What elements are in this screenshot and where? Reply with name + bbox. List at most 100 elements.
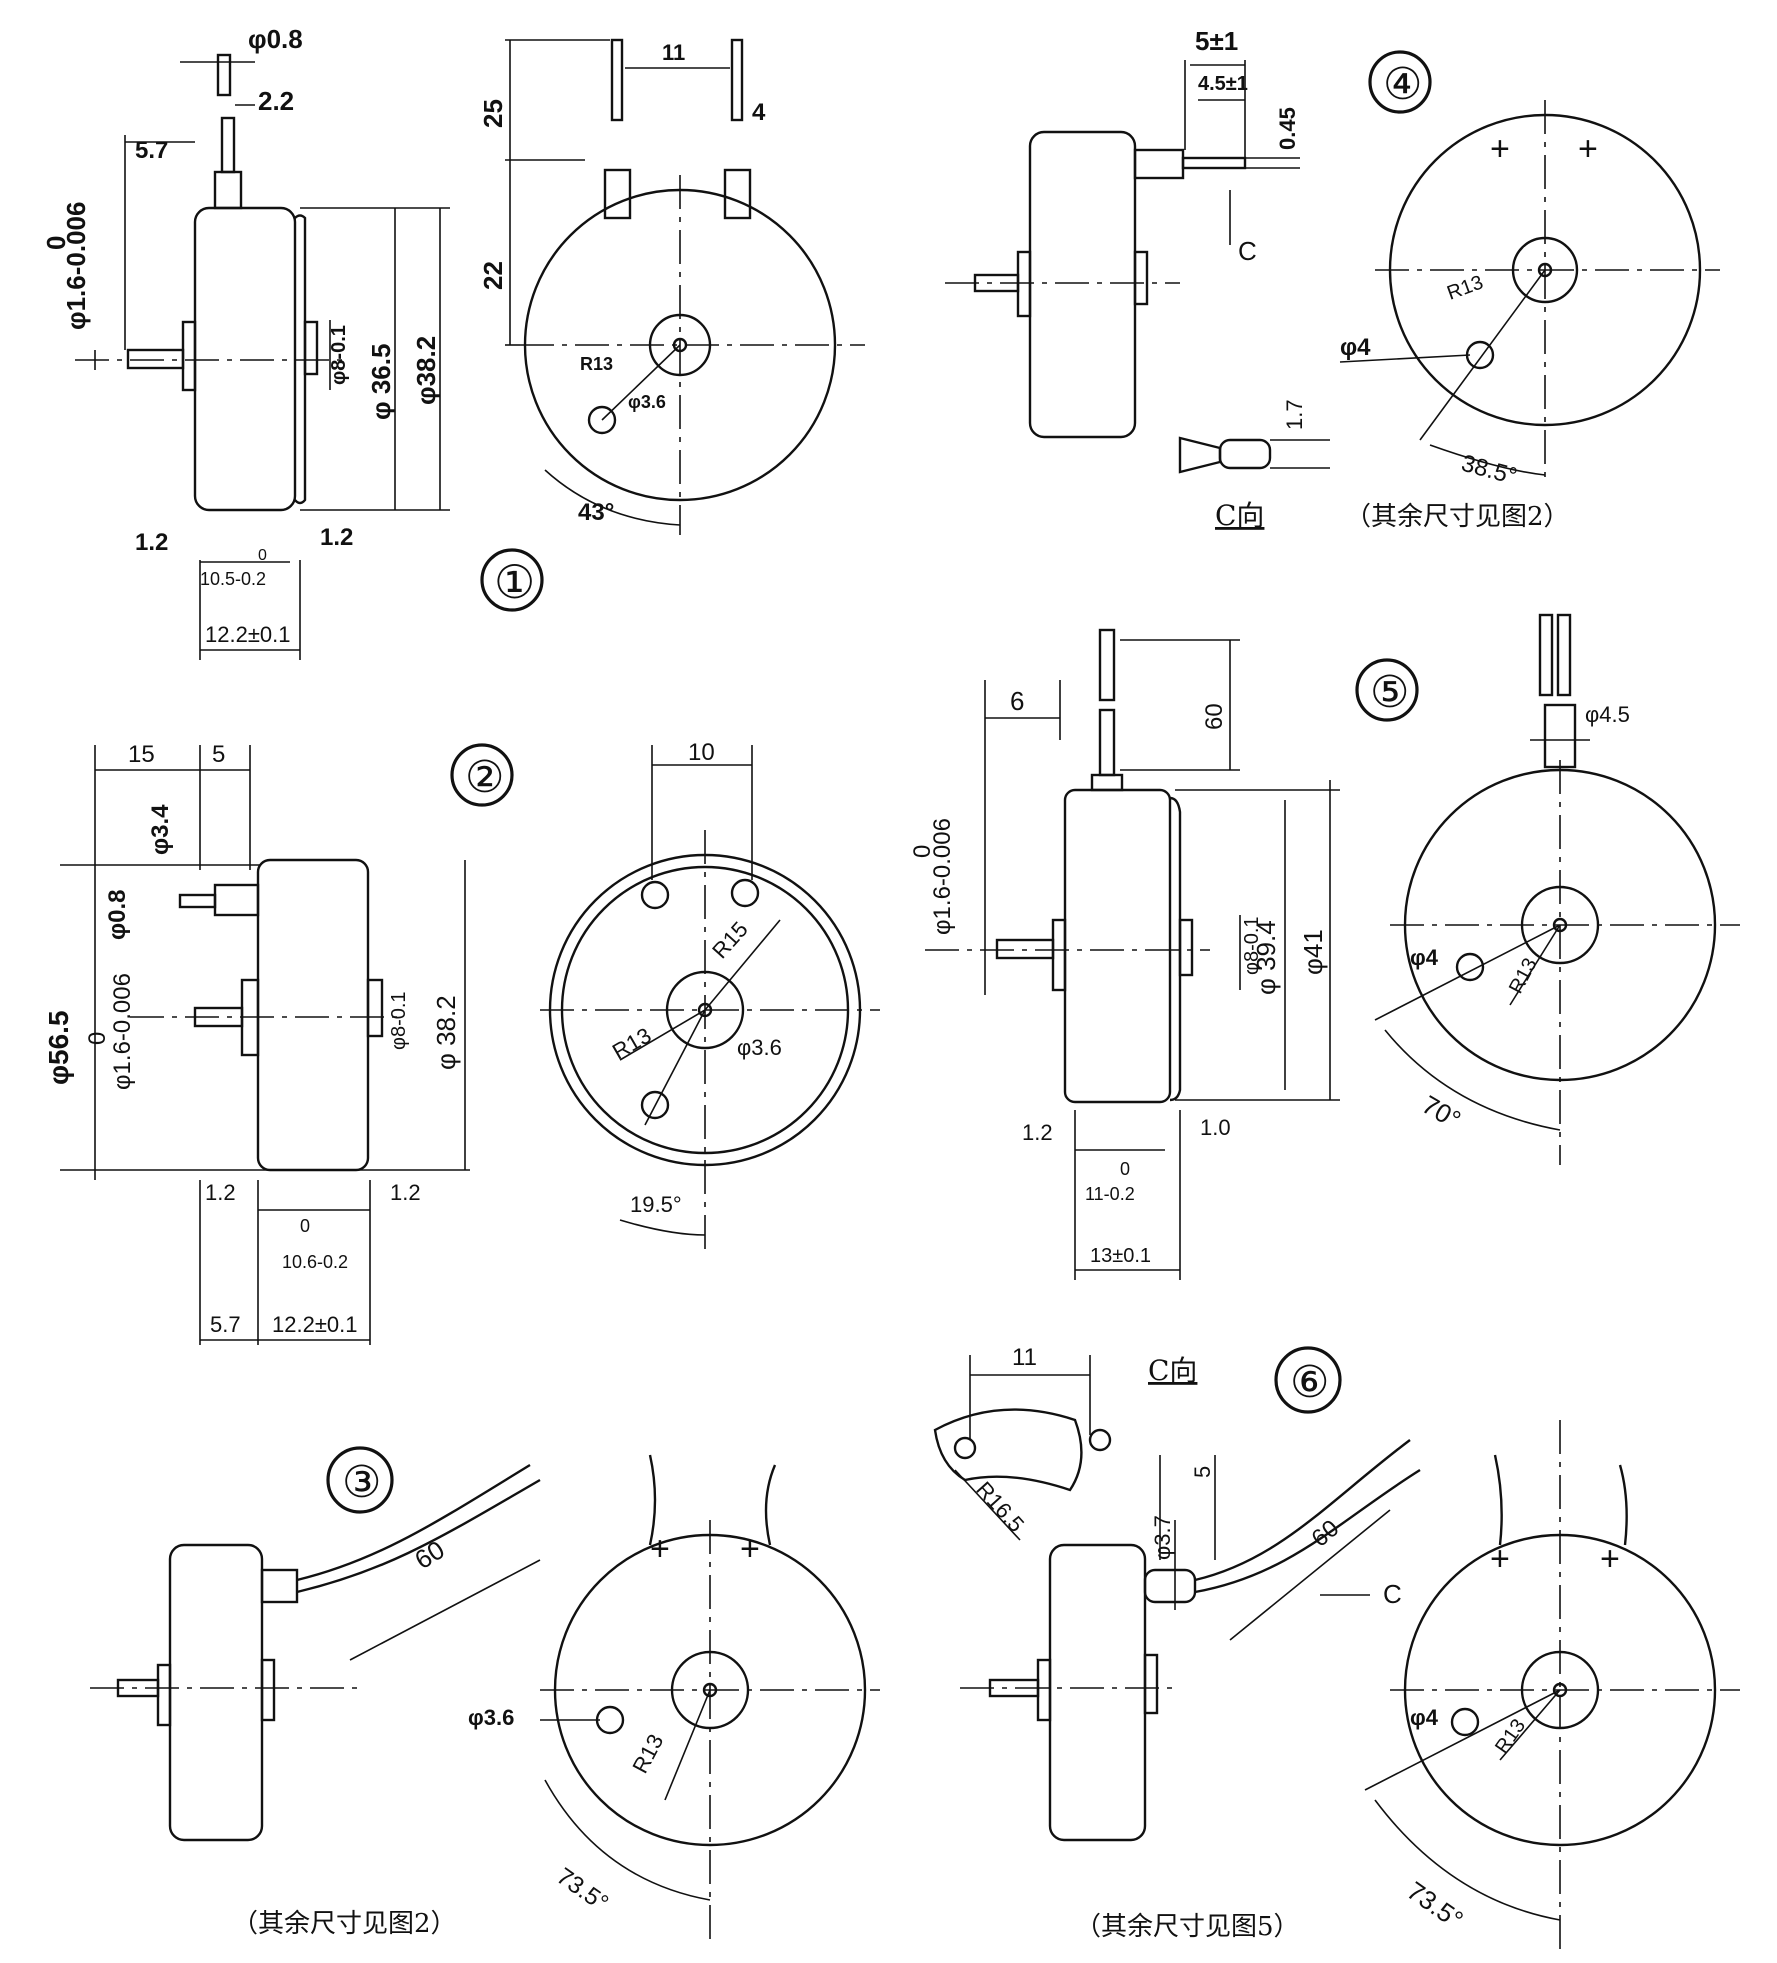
terminal-tab bbox=[1178, 436, 1222, 474]
dim-text: R13 bbox=[580, 354, 613, 374]
mount-hole bbox=[953, 1436, 977, 1460]
lead-wire bbox=[1098, 708, 1116, 777]
motor-rear-cap bbox=[1169, 796, 1182, 1102]
dim-text: 73.5° bbox=[552, 1863, 614, 1917]
lead-left bbox=[610, 38, 624, 122]
dim-text: 1.2 bbox=[320, 524, 353, 551]
figure-number-circle bbox=[1368, 50, 1432, 114]
dim-text: φ41 bbox=[1298, 929, 1328, 975]
rear-boss bbox=[260, 1658, 276, 1722]
mount-hole bbox=[1088, 1428, 1112, 1452]
front-boss bbox=[1036, 1658, 1052, 1722]
dim-text: φ4 bbox=[1410, 1705, 1439, 1730]
dim-text: 1.2 bbox=[135, 529, 168, 556]
dim-text: 11 bbox=[1012, 1344, 1037, 1371]
mount-hole bbox=[640, 1090, 670, 1120]
front-boss bbox=[181, 320, 197, 392]
dim-text: φ4.5 bbox=[1585, 702, 1630, 727]
dim-text: 5.7 bbox=[135, 137, 168, 164]
shaft bbox=[126, 348, 185, 370]
mount-hole bbox=[587, 405, 617, 435]
motor-body-side bbox=[1028, 130, 1137, 439]
front-boss bbox=[156, 1663, 172, 1727]
dim-text: 60 bbox=[1201, 703, 1228, 730]
lead-sleeve bbox=[1090, 773, 1124, 792]
dim-text: φ0.8 bbox=[104, 889, 131, 940]
rear-boss bbox=[366, 978, 384, 1038]
dim-text: C bbox=[1383, 1579, 1402, 1609]
figure-number-circle bbox=[1355, 658, 1419, 722]
dim-text: 15 bbox=[128, 741, 155, 768]
polarity-mark: + bbox=[1490, 1540, 1510, 1578]
note-text: （其余尺寸见图2） bbox=[1345, 502, 1570, 532]
lead-sleeve bbox=[1133, 148, 1185, 180]
dim-text: 1.2 bbox=[205, 1180, 236, 1205]
polarity-mark: + bbox=[740, 1530, 760, 1568]
dim-text: 4 bbox=[752, 99, 766, 126]
dim-text: 10.5-0.2 bbox=[200, 569, 266, 589]
dim-text: φ3.6 bbox=[737, 1035, 782, 1060]
dim-text: 0 bbox=[909, 845, 936, 858]
lead-sleeve-front bbox=[1543, 703, 1577, 769]
figure-2: 15 5 φ3.4 φ56.5 φ0.8 0 φ1.6-0.006 φ8-0.1… bbox=[43, 739, 880, 1345]
dim-text: 38.5° bbox=[1458, 450, 1519, 491]
rear-boss bbox=[1178, 918, 1194, 977]
lead-left bbox=[1538, 613, 1554, 697]
mount-hole bbox=[595, 1705, 625, 1735]
dim-text: φ1.6-0.006 bbox=[61, 202, 91, 330]
dim-text: 1.0 bbox=[1200, 1115, 1231, 1140]
dim-text: 0.45 bbox=[1275, 107, 1300, 150]
lead-wire-end bbox=[216, 53, 232, 97]
motor-body-side bbox=[1048, 1543, 1147, 1842]
figure-number: ④ bbox=[1383, 60, 1422, 109]
dim-text: R13 bbox=[1444, 271, 1486, 304]
polarity-mark: + bbox=[650, 1530, 670, 1568]
dim-text: φ38.2 bbox=[411, 336, 441, 405]
dim-text: 10 bbox=[688, 739, 715, 766]
figure-5: 6 60 0 φ1.6-0.006 φ8-0.1 φ 39.4 φ41 1.2 … bbox=[909, 613, 1740, 1280]
dim-text: 10.6-0.2 bbox=[282, 1252, 348, 1272]
figure-number: ⑤ bbox=[1370, 668, 1409, 717]
dim-text: 5 bbox=[1190, 1466, 1215, 1478]
motor-body-side bbox=[168, 1543, 264, 1842]
dim-text: 11-0.2 bbox=[1085, 1184, 1135, 1204]
lead-left bbox=[648, 1454, 657, 1546]
figure-number-circle bbox=[326, 1446, 394, 1514]
dim-text: 43° bbox=[578, 499, 614, 526]
figure-number: ① bbox=[494, 556, 535, 608]
figure-number: ② bbox=[465, 753, 504, 802]
polarity-mark: + bbox=[1490, 130, 1510, 168]
dim-text: φ3.4 bbox=[147, 804, 174, 855]
view-label: C向 bbox=[1148, 1354, 1197, 1387]
note-text: （其余尺寸见图5） bbox=[1075, 1912, 1300, 1942]
dim-text: R13 bbox=[1505, 955, 1542, 998]
figure-6: 11 R16.5 C向 ⑥ 5 φ3.7 60 C + + bbox=[933, 1344, 1740, 1950]
terminal-left bbox=[603, 168, 632, 220]
dim-text: 12.2±0.1 bbox=[272, 1312, 357, 1337]
dim-text: R13 bbox=[608, 1022, 655, 1064]
lead-wire bbox=[220, 116, 236, 174]
dim-text: 4.5±1 bbox=[1198, 73, 1248, 95]
figure-3: 60 ③ + + φ3.6 R13 73.5° （其余尺寸见图2） bbox=[90, 1446, 880, 1940]
terminal-right bbox=[723, 168, 752, 220]
dim-text: φ4 bbox=[1410, 945, 1439, 970]
terminal-board-detail bbox=[933, 1408, 1083, 1492]
figure-4: 5±1 4.5±1 0.45 C 1.7 C向 （其余尺寸见图2） + + R1… bbox=[945, 26, 1720, 532]
lead-wires bbox=[296, 1463, 531, 1582]
dim-text: R13 bbox=[627, 1730, 668, 1777]
dim-text: 0 bbox=[300, 1216, 310, 1236]
dim-text: φ3.6 bbox=[628, 392, 666, 412]
lead-right bbox=[1618, 1464, 1628, 1546]
dim-text: φ8-0.1 bbox=[328, 325, 350, 385]
lead-left bbox=[1493, 1454, 1503, 1546]
dim-text: R15 bbox=[707, 917, 753, 964]
lead-wires bbox=[1194, 1439, 1411, 1582]
dim-text: 6 bbox=[1010, 686, 1024, 716]
dim-text: 60 bbox=[1307, 1515, 1345, 1553]
dim-text: 19.5° bbox=[630, 1192, 682, 1217]
front-boss bbox=[1051, 918, 1067, 992]
motor-body-side bbox=[1063, 788, 1172, 1104]
dim-text: 2.2 bbox=[258, 86, 294, 116]
mount-hole bbox=[640, 880, 670, 910]
dim-text: 5.7 bbox=[210, 1312, 241, 1337]
